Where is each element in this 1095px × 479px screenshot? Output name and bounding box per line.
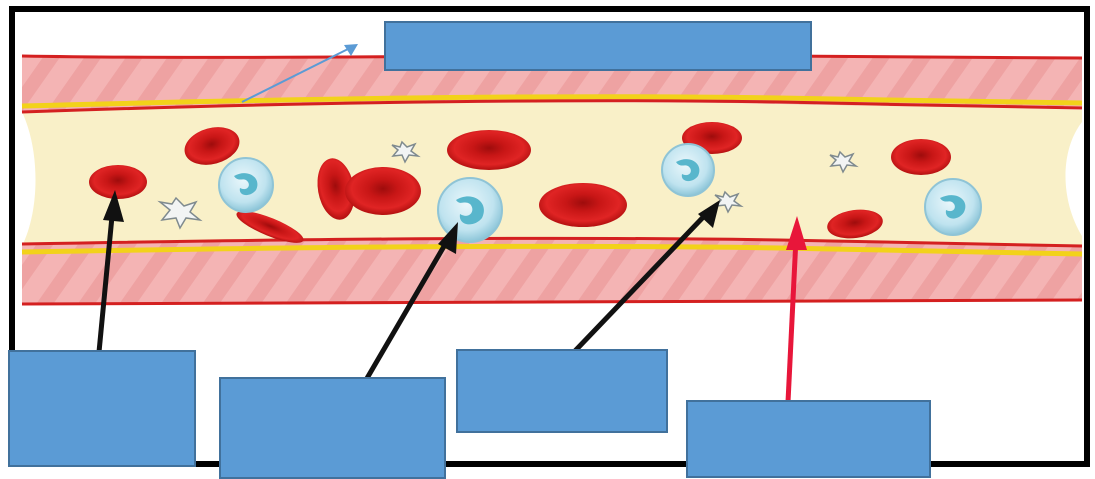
white-blood-cell — [438, 178, 502, 242]
red-blood-cell — [89, 165, 147, 199]
label-box-white-cell[interactable] — [219, 377, 446, 479]
red-blood-cell — [539, 183, 627, 227]
red-blood-cell — [891, 139, 951, 175]
label-box-platelet[interactable] — [456, 349, 668, 433]
white-blood-cell — [662, 144, 714, 196]
red-blood-cell — [345, 167, 421, 215]
white-blood-cell — [925, 179, 981, 235]
label-box-top[interactable] — [384, 21, 812, 71]
red-blood-cell — [447, 130, 531, 170]
label-box-red-cell[interactable] — [8, 350, 196, 467]
label-box-plasma[interactable] — [686, 400, 931, 478]
white-blood-cell — [219, 158, 273, 212]
